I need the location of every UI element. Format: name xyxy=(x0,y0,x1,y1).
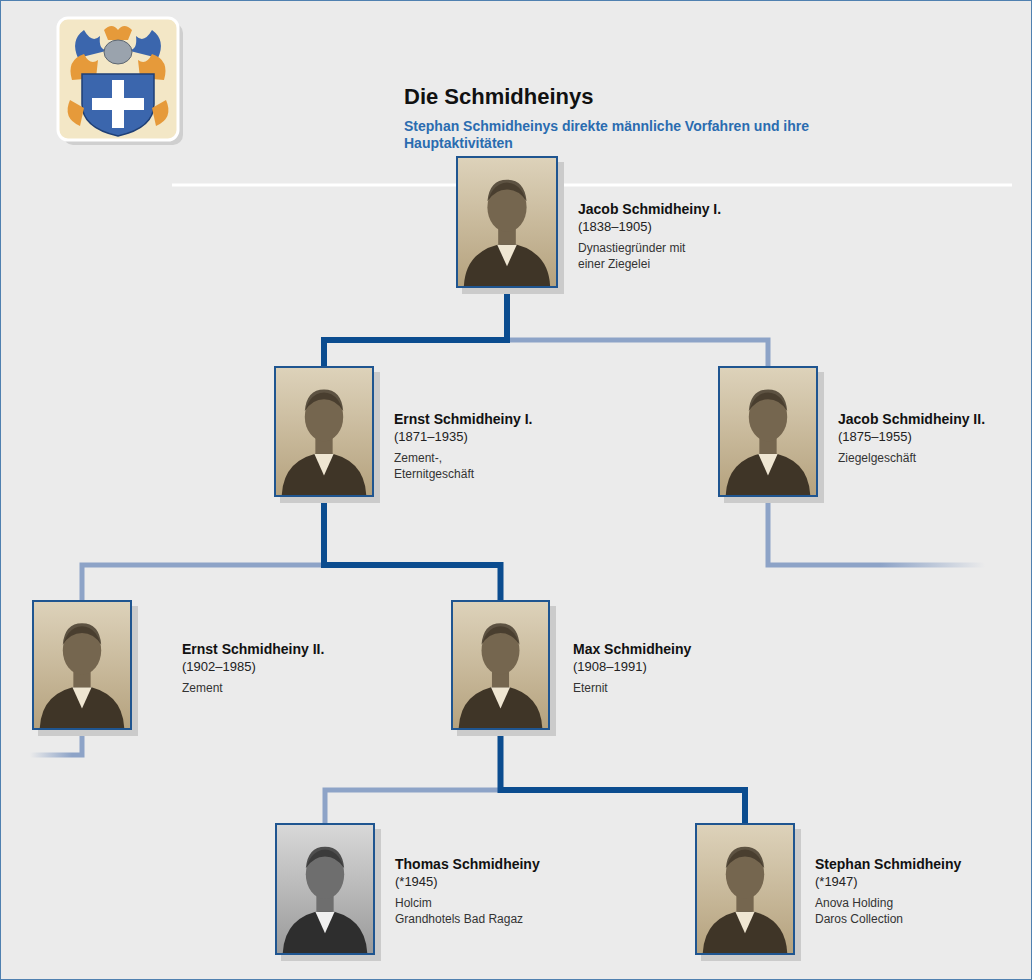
life-dates: (*1945) xyxy=(395,873,595,891)
person-node: Thomas Schmidheiny(*1945) HolcimGrandhote… xyxy=(275,823,595,955)
person-node: Stephan Schmidheiny(*1947) Anova HoldingD… xyxy=(695,823,1010,955)
header-rule xyxy=(172,184,1012,187)
person-text: Thomas Schmidheiny(*1945) HolcimGrandhote… xyxy=(395,855,595,927)
life-dates: (1902–1985) xyxy=(182,658,362,676)
person-name: Max Schmidheiny xyxy=(573,640,753,658)
life-dates: (1875–1955) xyxy=(838,428,1023,446)
activity: Holcim xyxy=(395,895,595,911)
activity: Daros Collection xyxy=(815,911,1010,927)
portrait-photo xyxy=(274,366,374,497)
lineage-line xyxy=(507,288,768,366)
portrait-photo xyxy=(718,366,818,497)
person-name: Stephan Schmidheiny xyxy=(815,855,1010,873)
activity: Dynastiegründer mit einer Ziegelei xyxy=(578,240,693,272)
portrait-image xyxy=(458,158,556,286)
subtitle-text: Stephan Schmidheinys direkte männliche V… xyxy=(404,118,824,152)
portrait-photo xyxy=(456,156,558,288)
lineage-line xyxy=(82,497,324,600)
person-text: Jacob Schmidheiny II.(1875–1955) Ziegelge… xyxy=(838,410,1023,466)
activity: Grandhotels Bad Ragaz xyxy=(395,911,595,927)
life-dates: (*1947) xyxy=(815,873,1010,891)
descendant-line xyxy=(30,730,82,755)
coat-of-arms xyxy=(58,18,183,145)
portrait-image xyxy=(697,825,793,953)
person-name: Ernst Schmidheiny I. xyxy=(394,410,574,428)
portrait-image xyxy=(276,368,372,495)
person-name: Jacob Schmidheiny I. xyxy=(578,200,778,218)
portrait-image xyxy=(277,825,373,953)
person-node: Max Schmidheiny(1908–1991) Eternit xyxy=(451,600,753,730)
activity: Zement xyxy=(182,680,362,696)
activity: Eternit xyxy=(573,680,753,696)
life-dates: (1908–1991) xyxy=(573,658,753,676)
activity: Ziegelgeschäft xyxy=(838,450,1023,466)
descendant-line xyxy=(768,497,985,565)
person-node: Ernst Schmidheiny I.(1871–1935) Zement-, … xyxy=(274,366,574,497)
person-node: Jacob Schmidheiny I.(1838–1905) Dynastieg… xyxy=(456,156,778,288)
portrait-image xyxy=(34,602,130,728)
lineage-line xyxy=(501,730,746,823)
life-dates: (1871–1935) xyxy=(394,428,574,446)
subtitle: Stephan Schmidheinys direkte männliche V… xyxy=(404,118,824,152)
portrait-photo xyxy=(32,600,132,730)
title: Die Schmidheinys xyxy=(404,84,594,110)
life-dates: (1838–1905) xyxy=(578,218,778,236)
portrait-photo xyxy=(451,600,550,730)
lineage-line xyxy=(325,730,501,823)
person-node: Ernst Schmidheiny II.(1902–1985) Zement xyxy=(32,600,362,730)
person-node: Jacob Schmidheiny II.(1875–1955) Ziegelge… xyxy=(718,366,1023,497)
portrait-image xyxy=(453,602,548,728)
lineage-line xyxy=(324,497,501,600)
person-text: Jacob Schmidheiny I.(1838–1905) Dynastieg… xyxy=(578,200,778,272)
person-text: Ernst Schmidheiny I.(1871–1935) Zement-, … xyxy=(394,410,574,482)
person-name: Thomas Schmidheiny xyxy=(395,855,595,873)
activity: Anova Holding xyxy=(815,895,1010,911)
person-name: Jacob Schmidheiny II. xyxy=(838,410,1023,428)
person-name: Ernst Schmidheiny II. xyxy=(182,640,362,658)
portrait-image xyxy=(720,368,816,495)
portrait-photo xyxy=(695,823,795,955)
lineage-line xyxy=(324,288,507,366)
activity: Zement-, Eternitgeschäft xyxy=(394,450,504,482)
person-text: Stephan Schmidheiny(*1947) Anova HoldingD… xyxy=(815,855,1010,927)
person-text: Max Schmidheiny(1908–1991) Eternit xyxy=(573,640,753,696)
person-text: Ernst Schmidheiny II.(1902–1985) Zement xyxy=(182,640,362,696)
portrait-photo xyxy=(275,823,375,955)
